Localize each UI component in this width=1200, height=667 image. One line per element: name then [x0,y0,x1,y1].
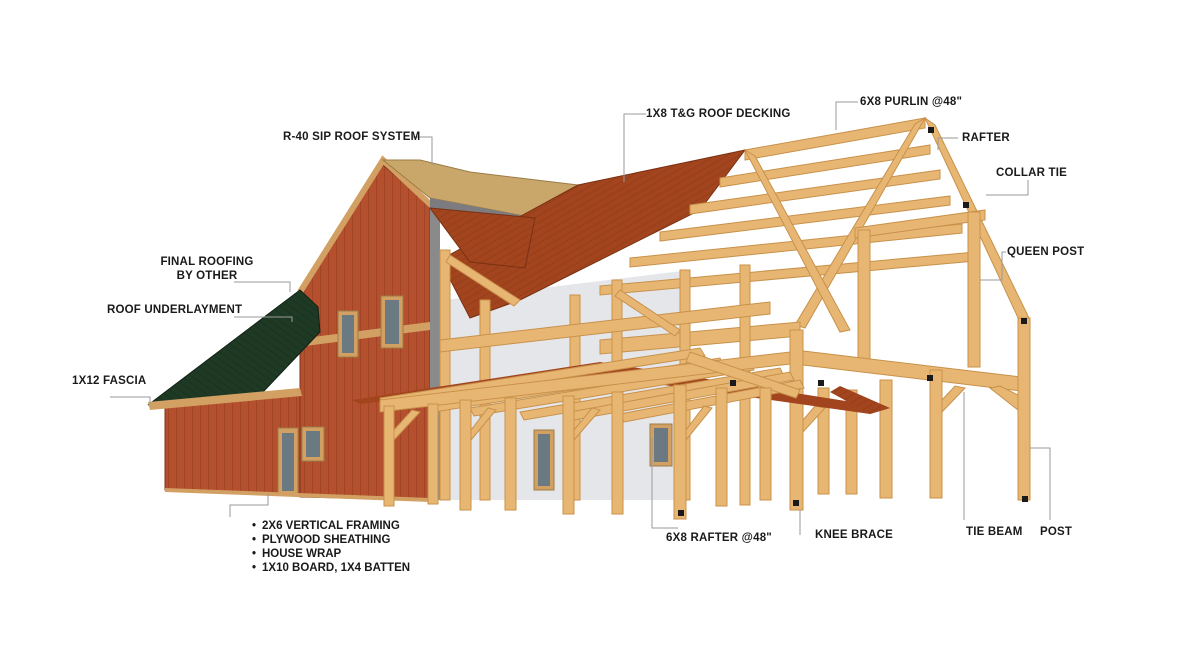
label-knee-brace: KNEE BRACE [815,529,894,541]
leader-rafter [937,137,958,150]
leader-6x8-rafter [651,438,678,529]
leader-final-roofing [234,281,291,292]
label-final-roofing-line1: FINAL ROOFING [160,256,254,268]
leader-wall-layers [229,494,269,517]
queen-post [857,229,871,361]
post [562,395,575,515]
porch-beam [379,351,791,413]
barn-frame [352,116,1031,520]
wall-layer-item: •HOUSE WRAP [252,548,342,560]
wall-layer-item: •1X10 BOARD, 1X4 BATTEN [252,562,411,574]
purlin [689,169,941,215]
leader-purlin [835,101,858,130]
purlin [719,144,931,188]
post [789,329,804,511]
post [879,379,893,499]
wall-layers-list: •2X6 VERTICAL FRAMING •PLYWOOD SHEATHING… [252,519,410,575]
leader-underlayment [234,316,293,322]
post [383,405,395,507]
roof-decking-dormer [428,207,536,269]
knee-brace [941,385,966,414]
post [459,399,472,511]
post [845,389,858,495]
wall-layer-item: •PLYWOOD SHEATHING [252,534,391,546]
label-rafter: RAFTER [962,132,1010,144]
post [427,403,439,505]
post [715,387,728,507]
label-6x8-rafter: 6X8 RAFTER @48" [666,532,772,544]
post [817,387,830,495]
post [1017,317,1031,501]
tie-beam [794,349,1031,393]
label-final-roofing: FINAL ROOFING BY OTHER [158,255,256,283]
leader-roof-system [412,136,433,165]
label-roof-system: R-40 SIP ROOF SYSTEM [283,131,421,143]
post [929,369,943,499]
post [504,397,517,511]
leader-post [1030,447,1051,520]
knee-brace [988,385,1019,412]
leader-roof-decking [623,113,646,182]
leader-collar-tie [986,180,1029,196]
label-final-roofing-line2: BY OTHER [176,270,238,282]
queen-post [967,211,981,368]
collar-tie [854,209,986,239]
leader-queen-post [980,251,1006,281]
label-post: POST [1040,526,1073,538]
purlin [659,195,951,242]
label-fascia: 1X12 FASCIA [72,375,147,387]
post [759,387,772,501]
label-roof-underlayment: ROOF UNDERLAYMENT [107,304,243,316]
post [673,384,687,520]
porch-roof-right [830,386,890,414]
label-purlin: 6X8 PURLIN @48" [860,96,963,108]
post [611,391,624,515]
leader-lines [110,101,1051,535]
wall-layer-item: •2X6 VERTICAL FRAMING [252,520,400,532]
fascia-board [148,388,302,410]
rafter [743,148,851,333]
label-collar-tie: COLLAR TIE [996,167,1067,179]
label-queen-post: QUEEN POST [1007,246,1085,258]
leader-fascia [110,396,151,404]
label-tie-beam: TIE BEAM [966,526,1023,538]
knee-brace [802,405,826,434]
purlin [744,117,926,161]
label-roof-decking: 1X8 T&G ROOF DECKING [646,108,791,120]
